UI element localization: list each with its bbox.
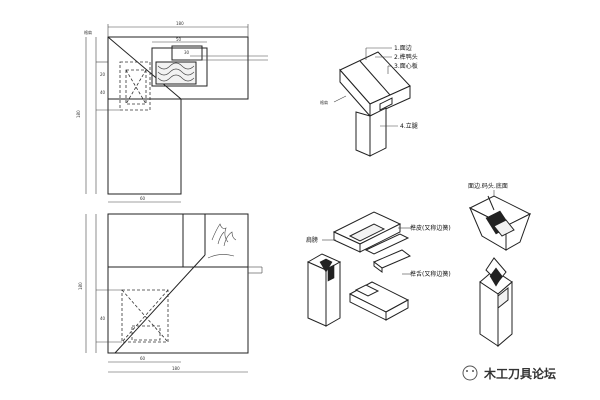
top-view-dim-small-a: 20 [100, 72, 106, 77]
top-view-dim-bottom: 60 [140, 196, 146, 201]
bottom-view-dim-bottom-b: 180 [172, 366, 180, 371]
label-sun-ya-tou: 2.榫鸭头 [394, 53, 418, 61]
top-view-dim-small-b: 40 [100, 90, 106, 95]
top-view-dim-inner-a: 50 [176, 37, 182, 42]
watermark: 木工刀具论坛 [462, 365, 556, 381]
bottom-view-dim-bottom-a: 60 [140, 356, 146, 361]
bottom-middle-exploded: 榫皮(又称边簧) 肩膀 榫舌(又称边簧) [306, 211, 451, 327]
label-sun-she: 榫舌(又称边簧) [410, 270, 451, 278]
label-mao-shou: 格肩 [320, 99, 328, 105]
right-exploded-joint: 面边.码头.底面 [468, 182, 532, 348]
label-tiao-pi: 榫皮(又称边簧) [410, 224, 451, 232]
label-li-tui: 4.立腿 [400, 122, 418, 130]
top-view-dim-inner-b: 30 [184, 50, 190, 55]
wechat-icon [462, 365, 478, 381]
top-view-dim-left: 180 [76, 110, 81, 118]
top-left-view: 180 50 30 180 60 20 40 格肩 [76, 21, 268, 203]
top-view-dim-top: 180 [176, 21, 184, 26]
bottom-view-dim-small: 40 [100, 316, 106, 321]
top-view-corner-label: 格肩 [84, 29, 92, 35]
top-right-assembly: 1.面边 2.榫鸭头 3.面心板 4.立腿 格肩 [320, 44, 418, 157]
watermark-text: 木工刀具论坛 [483, 366, 556, 381]
bottom-left-view: 180 40 60 180 [78, 213, 263, 373]
bottom-view-dim-left: 180 [78, 282, 83, 290]
label-mian-bian: 1.面边 [394, 44, 412, 52]
label-jian-bang: 肩膀 [306, 236, 318, 244]
label-mian-xin-ban: 3.面心板 [394, 62, 418, 70]
label-mian-bian-dimian: 面边.码头.底面 [468, 182, 508, 190]
